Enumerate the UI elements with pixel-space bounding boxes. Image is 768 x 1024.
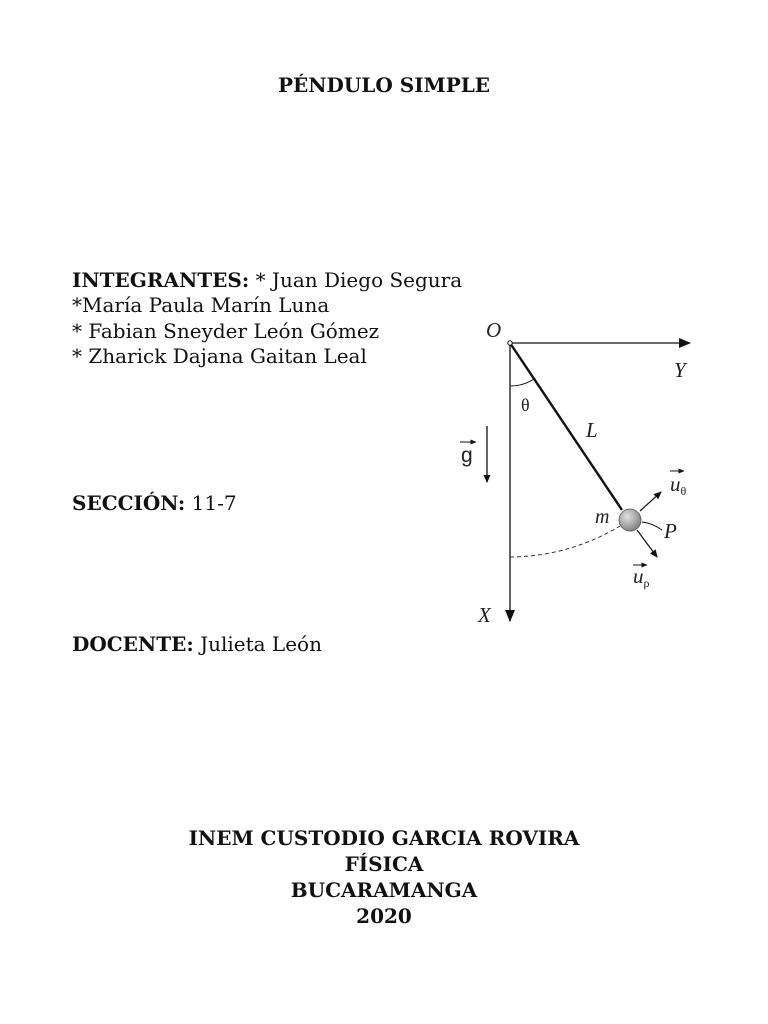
teacher-value: Julieta León: [200, 632, 322, 656]
pendulum-bob: [618, 508, 642, 532]
teacher-line: DOCENTE: Julieta León: [72, 632, 322, 657]
teacher-label: DOCENTE:: [72, 632, 194, 656]
section-value: 11-7: [191, 491, 237, 515]
footer-city: BUCARAMANGA: [290, 878, 478, 902]
members-label: INTEGRANTES:: [72, 268, 250, 292]
member-name: * Fabian Sneyder León Gómez: [72, 318, 380, 343]
section-line: SECCIÓN: 11-7: [72, 491, 237, 516]
label-u-rho-main: u: [633, 564, 644, 588]
pendulum-string: [509, 342, 623, 511]
section-label: SECCIÓN:: [72, 491, 186, 515]
label-u-theta-sub: θ: [681, 484, 687, 498]
label-u-theta-main: u: [670, 472, 681, 496]
label-y-axis: Y: [674, 358, 688, 382]
label-u-theta: uθ: [670, 472, 687, 498]
label-x-axis: X: [477, 603, 492, 627]
label-u-rho-sub: ρ: [644, 576, 650, 590]
trajectory-dashed-arc: [509, 525, 621, 558]
member-name: *María Paula Marín Luna: [72, 293, 330, 318]
document-title: PÉNDULO SIMPLE: [277, 73, 491, 97]
member-name: * Juan Diego Segura: [255, 268, 463, 292]
label-angle: θ: [521, 395, 530, 415]
members-block: INTEGRANTES: * Juan Diego Segura *María …: [72, 268, 462, 369]
label-u-rho: uρ: [633, 564, 650, 590]
label-point: P: [663, 519, 677, 543]
footer-year: 2020: [356, 904, 412, 928]
point-leader-line: [641, 521, 663, 531]
label-length: L: [585, 418, 598, 442]
footer-subject: FÍSICA: [344, 852, 424, 876]
label-gravity: g: [461, 444, 473, 467]
u-rho-vector: [636, 529, 658, 558]
angle-arc: [509, 378, 535, 387]
origin-point: [507, 340, 513, 346]
member-name: * Zharick Dajana Gaitan Leal: [72, 343, 367, 368]
footer-school: INEM CUSTODIO GARCIA ROVIRA: [188, 826, 580, 850]
u-theta-vector: [639, 491, 662, 512]
label-origin: O: [486, 318, 501, 342]
label-mass: m: [595, 506, 609, 528]
pendulum-diagram: O Y X θ L m P g uθ uρ: [460, 318, 691, 627]
footer-block: INEM CUSTODIO GARCIA ROVIRA FÍSICA BUCAR…: [0, 825, 768, 929]
members-line-1: INTEGRANTES: * Juan Diego Segura: [72, 268, 462, 293]
